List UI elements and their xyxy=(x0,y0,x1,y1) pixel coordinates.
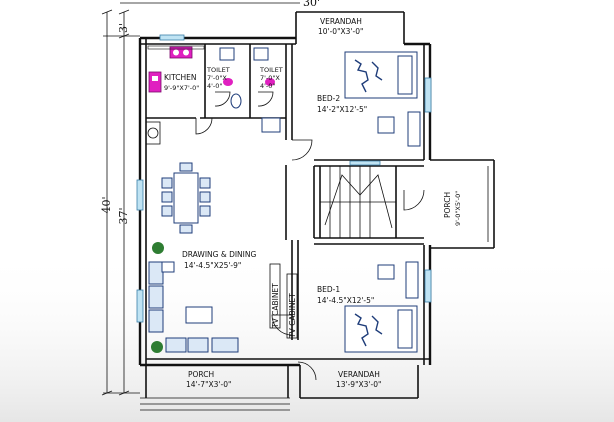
windows xyxy=(136,34,432,323)
dimension-lines xyxy=(101,2,300,396)
bed-2-furniture xyxy=(344,51,421,147)
toilet-1-size-b: 4'-0" xyxy=(207,82,222,90)
kitchen-fixtures xyxy=(147,45,205,93)
bed-1-size: 14'-4.5"X12'-5" xyxy=(317,296,374,305)
drawing-dining-size: 14'-4.5"X25'-9" xyxy=(184,261,241,270)
dim-upper-strip: 3' xyxy=(117,23,130,33)
toilet-2-size-a: 7'-0"X xyxy=(260,74,280,82)
porch-side-name: PORCH xyxy=(443,192,452,218)
kitchen-size: 9'-9"X7'-0" xyxy=(164,84,199,92)
toilet-2-name: TOILET xyxy=(259,66,283,74)
doors xyxy=(195,91,425,381)
dining-table xyxy=(161,162,211,234)
staircase xyxy=(320,166,396,238)
toilet-2-size-b: 4'-0" xyxy=(260,82,275,90)
dim-top: 30' xyxy=(303,0,320,9)
walls xyxy=(138,11,495,411)
tv-cabinets xyxy=(269,263,298,339)
porch-front-size: 14'-7"X3'-0" xyxy=(186,380,231,389)
toilet-1-name: TOILET xyxy=(206,66,230,74)
bed-2-size: 14'-2"X12'-5" xyxy=(317,105,367,114)
toilet-1-size-a: 7'-0"X xyxy=(207,74,227,82)
drawing-dining-name: DRAWING & DINING xyxy=(182,250,256,259)
bed-1-furniture xyxy=(344,261,419,353)
bed-1-name: BED-1 xyxy=(317,285,340,294)
verandah-bottom-size: 13'-9"X3'-0" xyxy=(336,380,381,389)
kitchen-name: KITCHEN xyxy=(164,73,197,82)
verandah-top-size: 10'-0"X3'-0" xyxy=(318,27,363,36)
verandah-top-name: VERANDAH xyxy=(320,17,362,26)
bed-2-name: BED-2 xyxy=(317,94,340,103)
dim-total-depth: 40' xyxy=(100,196,113,213)
wash-basin xyxy=(145,121,161,145)
tv-cabinet-1-label: TV CABINET xyxy=(271,283,280,329)
porch-front-name: PORCH xyxy=(188,370,214,379)
porch-side-size: 9'-0"X5'-0" xyxy=(454,191,462,226)
background-shade xyxy=(0,250,614,422)
sofa-set xyxy=(148,242,239,353)
verandah-bottom-name: VERANDAH xyxy=(338,370,380,379)
dim-main-depth: 37' xyxy=(117,207,130,224)
tv-cabinet-2-label: TV CABINET xyxy=(288,293,297,339)
toilet-fixtures xyxy=(219,47,281,133)
